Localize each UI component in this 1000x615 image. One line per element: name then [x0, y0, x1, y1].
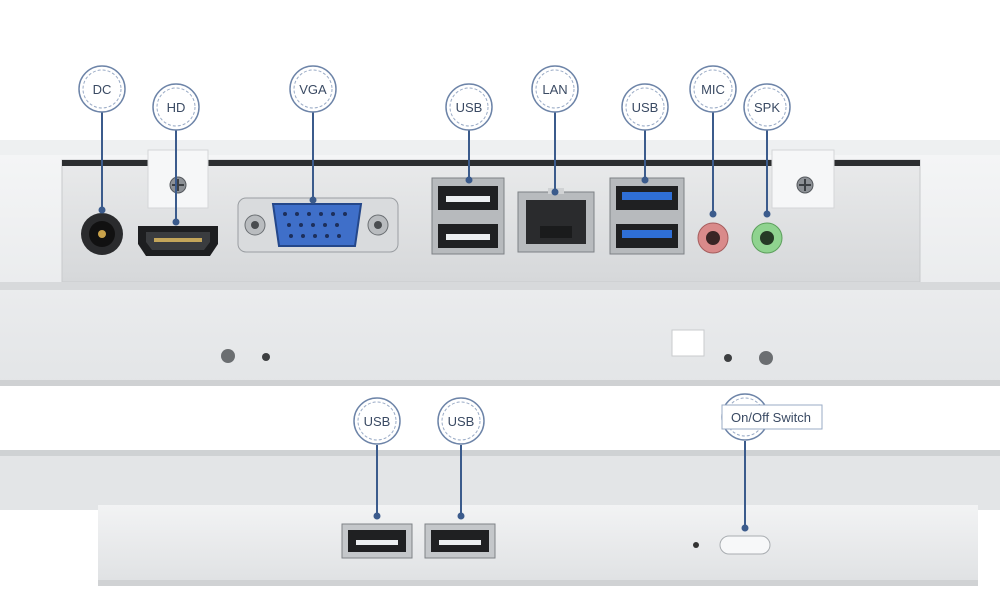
power-switch [719, 535, 771, 555]
screw-hole [221, 349, 235, 363]
usb3-stack-port [609, 177, 685, 255]
callout-label-power: On/Off Switch [731, 410, 811, 425]
screw-hole [759, 351, 773, 365]
callout-label-vga: VGA [299, 82, 327, 97]
callout-label-mic: MIC [701, 82, 725, 97]
lan-port [517, 188, 595, 253]
screw-hole [724, 354, 732, 362]
callout-label-side-usb-a: USB [364, 414, 391, 429]
rear-panel [0, 140, 1000, 386]
usb2-stack-port [431, 177, 505, 255]
screw-hole [262, 353, 270, 361]
callout-label-side-usb-b: USB [448, 414, 475, 429]
mounting-bracket-left [147, 149, 209, 209]
mic-jack [697, 222, 729, 254]
dc-jack [81, 213, 123, 255]
callout-label-dc: DC [93, 82, 112, 97]
power-callout-box [721, 404, 823, 430]
vent-square [671, 329, 705, 357]
callout-label-spk: SPK [754, 100, 780, 115]
vga-port [237, 197, 399, 253]
speaker-jack [751, 222, 783, 254]
callout-label-usb-right: USB [632, 100, 659, 115]
side-usb-port-a [341, 523, 413, 559]
side-usb-port-b [424, 523, 496, 559]
callout-label-hd: HD [167, 100, 186, 115]
callouts-rear [101, 112, 768, 222]
callout-label-lan: LAN [542, 82, 567, 97]
hdmi-port [138, 226, 218, 256]
callout-label-usb-left: USB [456, 100, 483, 115]
status-led [693, 542, 699, 548]
side-panel [0, 450, 1000, 586]
mounting-bracket-right [771, 149, 835, 209]
